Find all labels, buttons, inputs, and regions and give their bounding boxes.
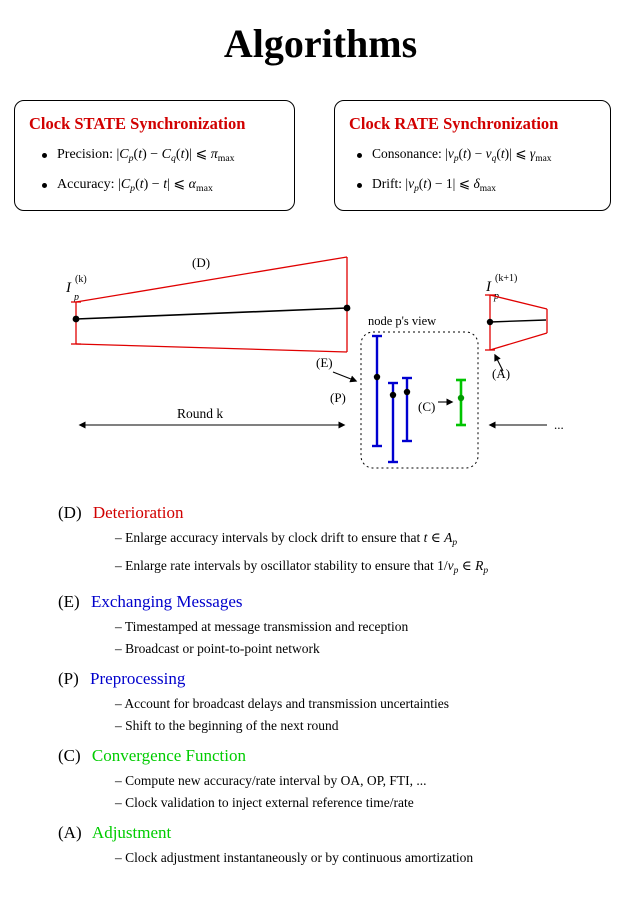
a-arrow [494,353,504,372]
section-heading: (C) Convergence Function [58,743,623,768]
consonance-formula: Consonance: |vp(t) − vq(t)| ⩽ γmax [372,146,552,165]
section-bullet: – Account for broadcast delays and trans… [115,696,450,712]
ellipsis-label: ... [554,417,564,432]
section-deterioration: (D) Deterioration – Enlarge accuracy int… [58,500,623,582]
interval-midpoint-dot [389,391,397,399]
section-bullet: – Enlarge rate intervals by oscillator s… [115,557,489,576]
node-view-box [360,331,479,469]
bullet-icon [42,153,47,158]
section-exchanging-messages: (E) Exchanging Messages – Timestamped at… [58,589,623,659]
section-heading: (A) Adjustment [58,820,623,845]
next-clock-line [489,319,547,323]
section-heading: (P) Preprocessing [58,666,623,691]
interval-k-sub: p [73,292,79,303]
section-bullet: – Broadcast or point-to-point network [115,640,320,656]
clock-rate-sync-title: Clock RATE Synchronization [349,114,559,133]
section-title: Convergence Function [91,746,246,766]
interval-midpoint-dot [403,388,411,396]
section-bullet: – Timestamped at message transmission an… [115,619,409,635]
interval-start-dot [72,315,80,323]
clock-interval-line [75,307,348,320]
interval-label-k: I (k) p [65,274,87,303]
section-preprocessing: (P) Preprocessing – Account for broadcas… [58,666,623,736]
section-title: Adjustment [91,823,172,843]
section-title: Preprocessing [90,669,186,689]
section-adjustment: (A) Adjustment – Clock adjustment instan… [58,820,623,869]
interval-midpoint-dot [373,373,381,381]
received-interval-bars [372,334,412,464]
section-heading: (E) Exchanging Messages [58,589,623,614]
tag-a-label: (A) [492,366,510,381]
section-bullets: – Enlarge accuracy intervals by clock dr… [115,527,623,582]
deterioration-cone [71,256,348,353]
section-bullets: – Clock adjustment instantaneously or by… [115,847,623,869]
section-bullet: – Clock validation to inject external re… [115,794,414,810]
tag-c-label: (C) [418,399,435,414]
cone-bottom-edge [75,343,348,353]
section-tag: (A) [58,823,82,843]
accuracy-formula: Accuracy: |Cp(t) − t| ⩽ αmax [57,177,213,195]
page-title: Algorithms [223,21,418,66]
cone-top-edge [489,294,548,310]
clock-rate-sync-panel: Clock RATE Synchronization Consonance: |… [334,100,611,211]
section-tag: (D) [58,503,82,522]
section-heading: (D) Deterioration [58,500,623,525]
section-bullet: – Compute new accuracy/rate interval by … [115,773,427,789]
next-interval-dot [486,318,494,326]
section-title: Deterioration [92,503,184,522]
section-tag: (E) [58,592,80,612]
section-bullets: – Account for broadcast delays and trans… [115,693,623,736]
legend-sections: (D) Deterioration – Enlarge accuracy int… [58,500,623,876]
drift-bullet: Drift: |vp(t) − 1| ⩽ δmax [357,176,610,194]
bullet-icon [42,183,47,189]
precision-bullet: Precision: |Cp(t) − Cq(t)| ⩽ πmax [42,146,294,164]
section-bullet: – Shift to the beginning of the next rou… [115,717,339,733]
section-tag: (C) [58,746,81,766]
bullet-icon [357,183,362,189]
converged-midpoint-dot [457,394,465,402]
interval-k1-base: I [485,279,492,295]
interval-k1-sup: (k+1) [495,273,517,284]
section-bullets: – Timestamped at message transmission an… [115,616,623,659]
consonance-bullet: Consonance: |vp(t) − vq(t)| ⩽ γmax [357,146,610,164]
precision-formula: Precision: |Cp(t) − Cq(t)| ⩽ πmax [57,147,235,165]
round-structure-diagram: I (k) p (D) (E) (P) node p's view [65,255,564,469]
interval-end-dot [343,304,351,312]
section-bullet: – Enlarge accuracy intervals by clock dr… [115,530,458,549]
interval-k-sup: (k) [75,274,87,285]
section-bullets: – Compute new accuracy/rate interval by … [115,770,623,813]
section-title: Exchanging Messages [90,592,243,612]
tag-p-label: (P) [330,390,346,405]
clock-state-sync-title: Clock STATE Synchronization [29,114,246,133]
bullet-icon [357,153,362,158]
accuracy-bullet: Accuracy: |Cp(t) − t| ⩽ αmax [42,176,294,194]
cone-top-edge [75,256,348,303]
section-bullet: – Clock adjustment instantaneously or by… [115,850,474,866]
section-tag: (P) [58,669,79,689]
tag-e-label: (E) [316,355,333,370]
drift-formula: Drift: |vp(t) − 1| ⩽ δmax [372,176,496,195]
section-convergence-function: (C) Convergence Function – Compute new a… [58,743,623,813]
e-arrow [332,371,358,383]
tag-d-label: (D) [192,255,210,270]
node-view-label: node p's view [368,314,436,328]
converged-interval-bar [456,378,466,427]
clock-state-sync-panel: Clock STATE Synchronization Precision: |… [14,100,295,211]
cone-bottom-edge [489,332,548,351]
interval-k-base: I [65,280,72,296]
round-k-label: Round k [177,406,223,421]
